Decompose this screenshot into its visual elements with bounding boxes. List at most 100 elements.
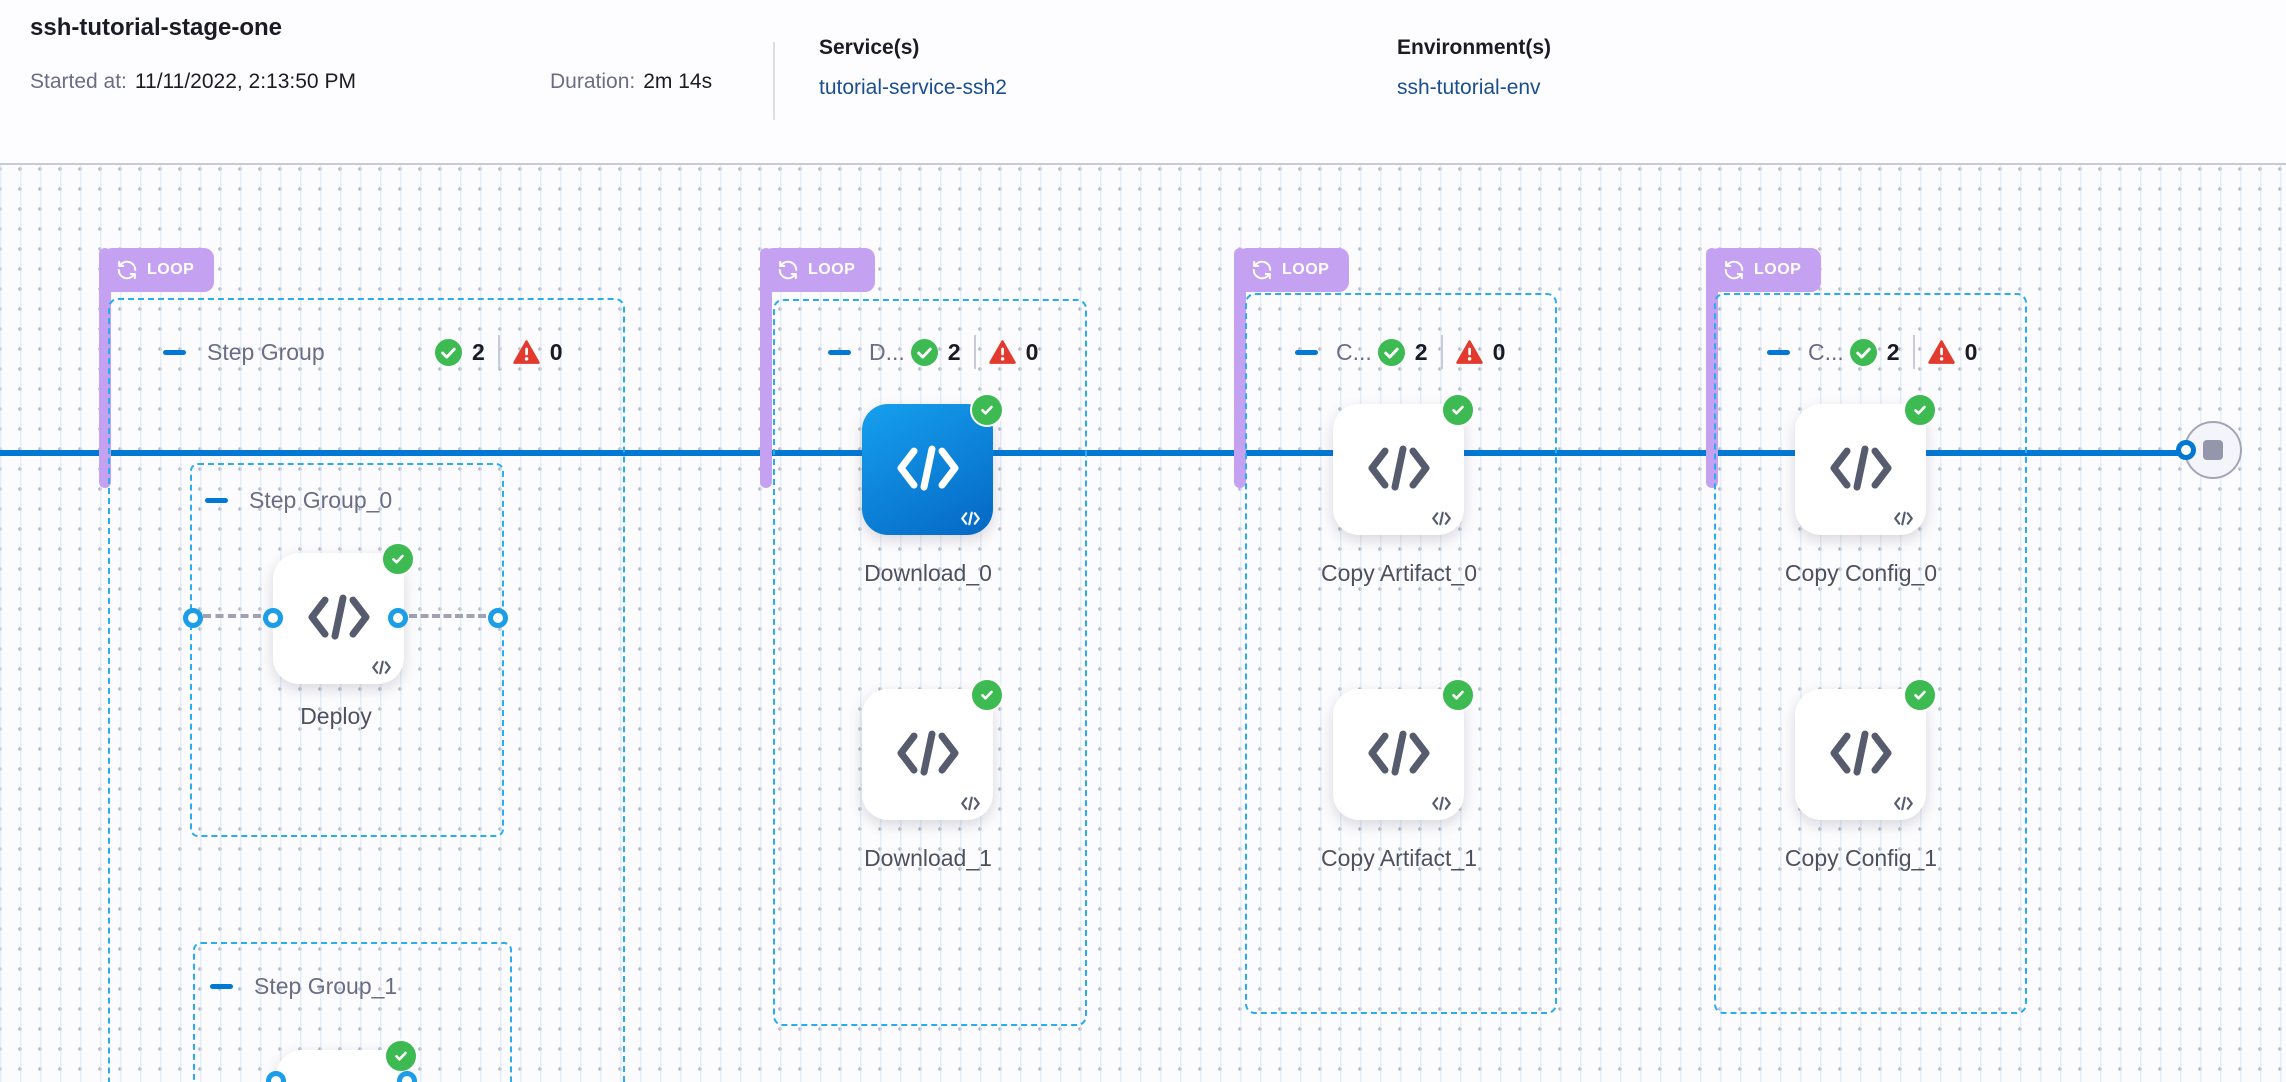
step-node-deploy[interactable]	[273, 542, 415, 684]
loop-group-copy-artifact	[1245, 293, 1557, 1014]
group-header: C... 2 0	[1767, 335, 1977, 369]
step-group-1-header: Step Group_1	[210, 969, 397, 1003]
step-type-icon	[1894, 511, 1913, 526]
step-node-copy-artifact-0[interactable]	[1333, 393, 1475, 535]
failed-count-icon	[1927, 339, 1955, 364]
success-badge-icon	[1903, 678, 1937, 712]
step-node-label: Copy Config_1	[1784, 845, 1938, 871]
step-type-icon	[1894, 796, 1913, 811]
group-name: C...	[1808, 338, 1844, 365]
duration-label: Duration:	[550, 70, 636, 93]
success-count-icon	[435, 338, 462, 366]
step-node-clipped[interactable]	[276, 1039, 418, 1082]
collapse-icon[interactable]	[210, 983, 233, 989]
connector-dot	[2176, 440, 2196, 460]
collapse-icon[interactable]	[163, 349, 186, 355]
stop-icon	[2203, 440, 2223, 460]
success-badge-icon	[1441, 678, 1475, 712]
loop-icon	[1252, 260, 1272, 280]
stage-duration: Duration: 2m 14s	[550, 70, 712, 94]
step-group-0-box	[190, 463, 504, 837]
started-at-value: 11/11/2022, 2:13:50 PM	[134, 70, 356, 93]
count-divider	[1440, 335, 1443, 369]
code-step-icon	[308, 593, 370, 641]
started-at-label: Started at:	[30, 70, 127, 93]
stage-header: ssh-tutorial-stage-one Started at: 11/11/…	[0, 0, 2286, 165]
code-step-icon	[1368, 729, 1430, 777]
connector-dash	[203, 614, 261, 618]
step-node-copy-config-1[interactable]	[1795, 678, 1937, 820]
step-node-label: Deploy	[300, 703, 372, 729]
environments-label: Environment(s)	[1397, 36, 1552, 59]
collapse-icon[interactable]	[828, 349, 851, 355]
step-node-copy-config-0[interactable]	[1795, 393, 1937, 535]
stage-started-at: Started at: 11/11/2022, 2:13:50 PM	[30, 70, 356, 94]
step-node-label: Download_1	[864, 845, 992, 871]
success-count-icon	[1377, 338, 1405, 366]
collapse-icon[interactable]	[205, 497, 228, 503]
service-link[interactable]: tutorial-service-ssh2	[819, 76, 1007, 99]
failed-count: 0	[1025, 338, 1039, 365]
step-type-icon	[1432, 796, 1451, 811]
step-group-0-header: Step Group_0	[205, 483, 392, 517]
success-badge-icon	[1903, 393, 1937, 427]
step-group-1-box	[193, 942, 512, 1082]
connector-port	[183, 608, 203, 628]
success-count: 2	[1886, 338, 1900, 365]
loop-accent-bar	[1234, 248, 1246, 488]
success-badge-icon	[970, 678, 1004, 712]
failed-count: 0	[1964, 338, 1978, 365]
connector-port	[263, 608, 283, 628]
step-node-copy-artifact-1[interactable]	[1333, 678, 1475, 820]
connector-port	[388, 608, 408, 628]
step-type-icon	[372, 660, 391, 675]
success-count: 2	[947, 338, 961, 365]
success-count-icon	[910, 338, 938, 366]
loop-group-copy-config	[1714, 293, 2027, 1014]
environment-link[interactable]: ssh-tutorial-env	[1397, 76, 1541, 99]
duration-value: 2m 14s	[643, 70, 713, 93]
group-header: C... 2 0	[1295, 335, 1505, 369]
loop-group-step-group	[108, 298, 625, 1082]
count-divider	[1912, 335, 1915, 369]
header-divider	[773, 42, 775, 120]
group-header: Step Group 2 0	[163, 335, 563, 369]
code-step-icon	[1368, 444, 1430, 492]
code-step-icon	[1830, 444, 1892, 492]
loop-icon	[1724, 260, 1744, 280]
loop-icon	[778, 260, 798, 280]
step-type-icon	[961, 796, 980, 811]
pipeline-canvas[interactable]: LOOP Step Group 2 0 Step Group_0 Deploy …	[0, 163, 2286, 1082]
code-step-icon	[897, 444, 959, 492]
group-name: C...	[1336, 338, 1372, 365]
failed-count: 0	[549, 338, 563, 365]
count-divider	[497, 335, 500, 369]
step-node-label: Copy Artifact_1	[1321, 845, 1477, 871]
group-name: D...	[869, 338, 905, 365]
loop-tag: LOOP	[1709, 248, 1822, 292]
failed-count: 0	[1492, 338, 1506, 365]
stage-title: ssh-tutorial-stage-one	[30, 14, 283, 41]
count-divider	[973, 335, 976, 369]
loop-group-download	[773, 299, 1087, 1026]
collapse-icon[interactable]	[1295, 349, 1318, 355]
loop-accent-bar	[760, 248, 772, 488]
loop-tag: LOOP	[102, 248, 215, 292]
step-node-label: Copy Artifact_0	[1321, 560, 1477, 586]
step-type-icon	[961, 511, 980, 526]
loop-icon	[117, 260, 137, 280]
success-badge-icon	[970, 393, 1004, 427]
connector-dash	[409, 614, 486, 618]
collapse-icon[interactable]	[1767, 349, 1790, 355]
connector-port	[488, 608, 508, 628]
step-type-icon	[1432, 511, 1451, 526]
success-badge-icon	[381, 542, 415, 576]
step-node-download-1[interactable]	[862, 678, 1004, 820]
step-node-download-0[interactable]	[862, 393, 1004, 535]
success-badge-icon	[384, 1039, 418, 1073]
step-node-label: Download_0	[864, 560, 992, 586]
loop-tag-label: LOOP	[1754, 261, 1802, 278]
loop-tag: LOOP	[1237, 248, 1350, 292]
loop-tag-label: LOOP	[1282, 261, 1330, 278]
services-label: Service(s)	[819, 36, 920, 59]
